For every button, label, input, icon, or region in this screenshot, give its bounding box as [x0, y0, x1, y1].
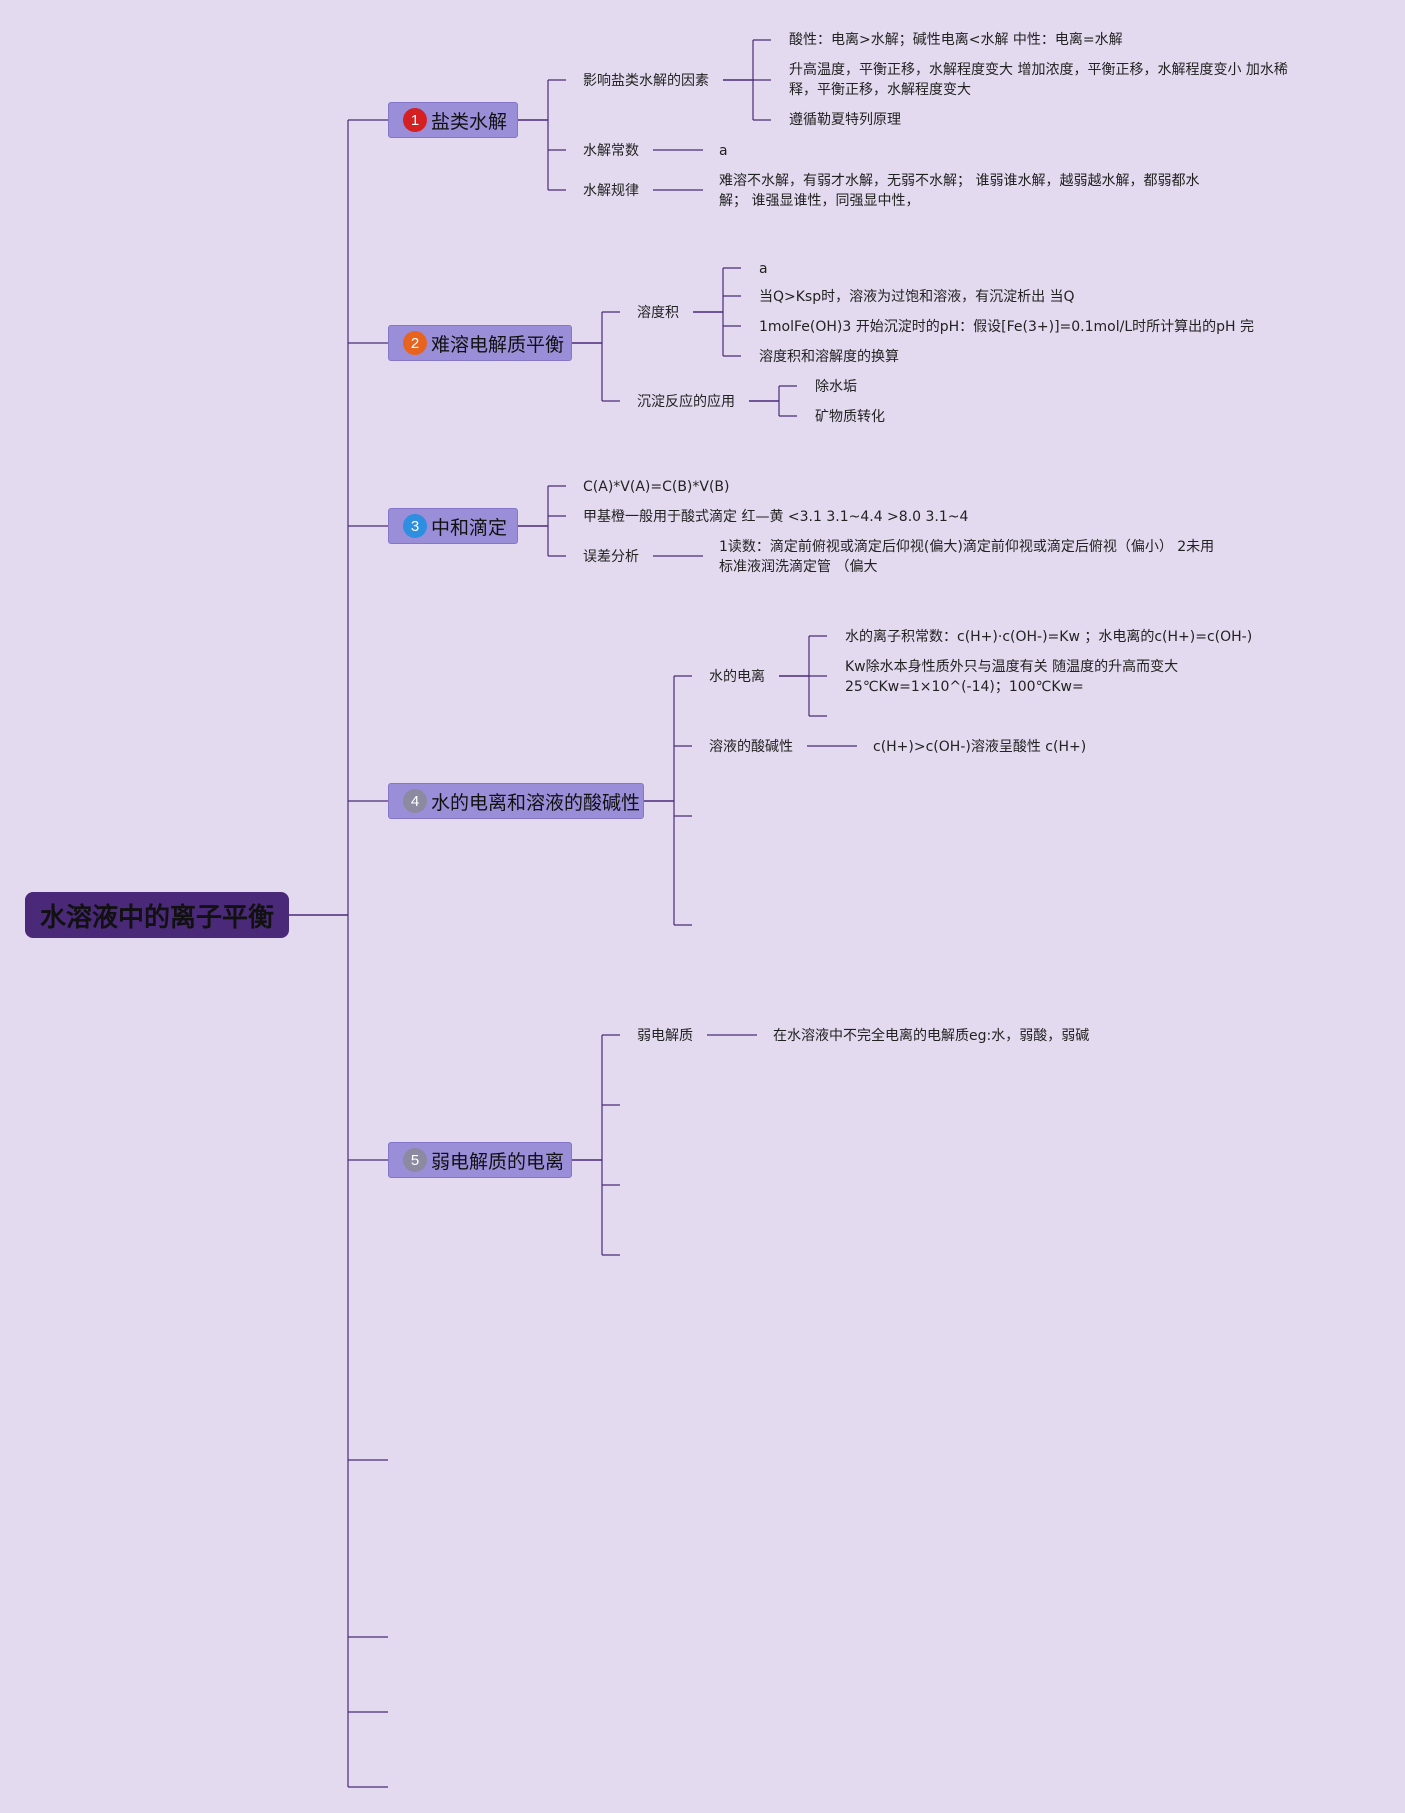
- subtopic-methyl-orange[interactable]: 甲基橙一般用于酸式滴定 红—黄 <3.1 3.1~4.4 >8.0 3.1~4: [583, 509, 969, 525]
- leaf-hydrolysis-rules-text[interactable]: 难溶不水解，有弱才水解，无弱不水解； 谁弱谁水解，越弱越水解，都弱都水解； 谁强…: [719, 173, 1200, 209]
- leaf-weak-electrolyte-definition[interactable]: 在水溶液中不完全电离的电解质eg:水，弱酸，弱碱: [773, 1028, 1090, 1044]
- topic-label: 水的电离和溶液的酸碱性: [431, 791, 641, 814]
- topic-insoluble-electrolyte[interactable]: 2 难溶电解质平衡: [388, 325, 572, 361]
- root-label: 水溶液中的离子平衡: [39, 902, 274, 933]
- topic-label: 中和滴定: [431, 516, 508, 539]
- subtopic-hydrolysis-factors[interactable]: 影响盐类水解的因素: [583, 73, 709, 89]
- leaf-ksp-value[interactable]: a: [759, 261, 768, 277]
- leaf-q-ksp[interactable]: 当Q>Ksp时，溶液为过饱和溶液，有沉淀析出 当Q: [759, 289, 1075, 305]
- leaf-hydrolysis-constant-value[interactable]: a: [719, 143, 728, 159]
- subtopic-water-ionization[interactable]: 水的电离: [709, 669, 765, 685]
- leaf-acidic-condition[interactable]: c(H+)>c(OH-)溶液呈酸性 c(H+): [873, 739, 1087, 755]
- root-node[interactable]: 水溶液中的离子平衡: [25, 892, 289, 938]
- leaf-temperature-concentration[interactable]: 升高温度，平衡正移，水解程度变大 增加浓度，平衡正移，水解程度变小 加水稀释，平…: [789, 62, 1288, 98]
- subtopic-weak-electrolyte[interactable]: 弱电解质: [637, 1028, 693, 1044]
- number-badge-icon: 3: [403, 514, 427, 538]
- subtopic-precipitation-applications[interactable]: 沉淀反应的应用: [637, 394, 735, 410]
- topic-weak-electrolyte-ionization[interactable]: 5 弱电解质的电离: [388, 1142, 572, 1178]
- topic-label: 盐类水解: [431, 110, 508, 133]
- leaf-scale-removal[interactable]: 除水垢: [815, 379, 857, 395]
- leaf-fe-oh3-ph[interactable]: 1molFe(OH)3 开始沉淀时的pH：假设[Fe(3+)]=0.1mol/L…: [759, 319, 1254, 335]
- number-badge-icon: 2: [403, 331, 427, 355]
- subtopic-solubility-product[interactable]: 溶度积: [637, 305, 679, 321]
- leaf-ksp-solubility-conversion[interactable]: 溶度积和溶解度的换算: [759, 349, 899, 365]
- subtopic-titration-formula[interactable]: C(A)*V(A)=C(B)*V(B): [583, 479, 730, 495]
- subtopic-hydrolysis-constant[interactable]: 水解常数: [583, 143, 639, 159]
- topic-label: 弱电解质的电离: [431, 1150, 565, 1173]
- leaf-kw-temperature[interactable]: Kw除水本身性质外只与温度有关 随温度的升高而变大 25℃Kw=1×10^(-1…: [845, 659, 1179, 695]
- topic-water-ionization-acidity[interactable]: 4 水的电离和溶液的酸碱性: [388, 783, 644, 819]
- topic-neutralization-titration[interactable]: 3 中和滴定: [388, 508, 518, 544]
- subtopic-hydrolysis-rules[interactable]: 水解规律: [583, 183, 639, 199]
- topic-salt-hydrolysis[interactable]: 1 盐类水解: [388, 102, 518, 138]
- subtopic-solution-acidity[interactable]: 溶液的酸碱性: [709, 739, 793, 755]
- number-badge-icon: 5: [403, 1148, 427, 1172]
- leaf-error-analysis-text[interactable]: 1读数：滴定前俯视或滴定后仰视(偏大)滴定前仰视或滴定后俯视（偏小） 2未用标准…: [719, 539, 1215, 575]
- number-badge-icon: 4: [403, 789, 427, 813]
- number-badge-icon: 1: [403, 108, 427, 132]
- subtopic-error-analysis[interactable]: 误差分析: [583, 549, 639, 565]
- topic-label: 难溶电解质平衡: [431, 333, 565, 356]
- leaf-mineral-conversion[interactable]: 矿物质转化: [815, 409, 885, 425]
- leaf-ion-product-constant[interactable]: 水的离子积常数：c(H+)·c(OH-)=Kw ；水电离的c(H+)=c(OH-…: [845, 629, 1253, 645]
- leaf-le-chatelier[interactable]: 遵循勒夏特列原理: [789, 112, 901, 128]
- leaf-acid-base-rule[interactable]: 酸性：电离>水解；碱性电离<水解 中性：电离=水解: [789, 32, 1123, 48]
